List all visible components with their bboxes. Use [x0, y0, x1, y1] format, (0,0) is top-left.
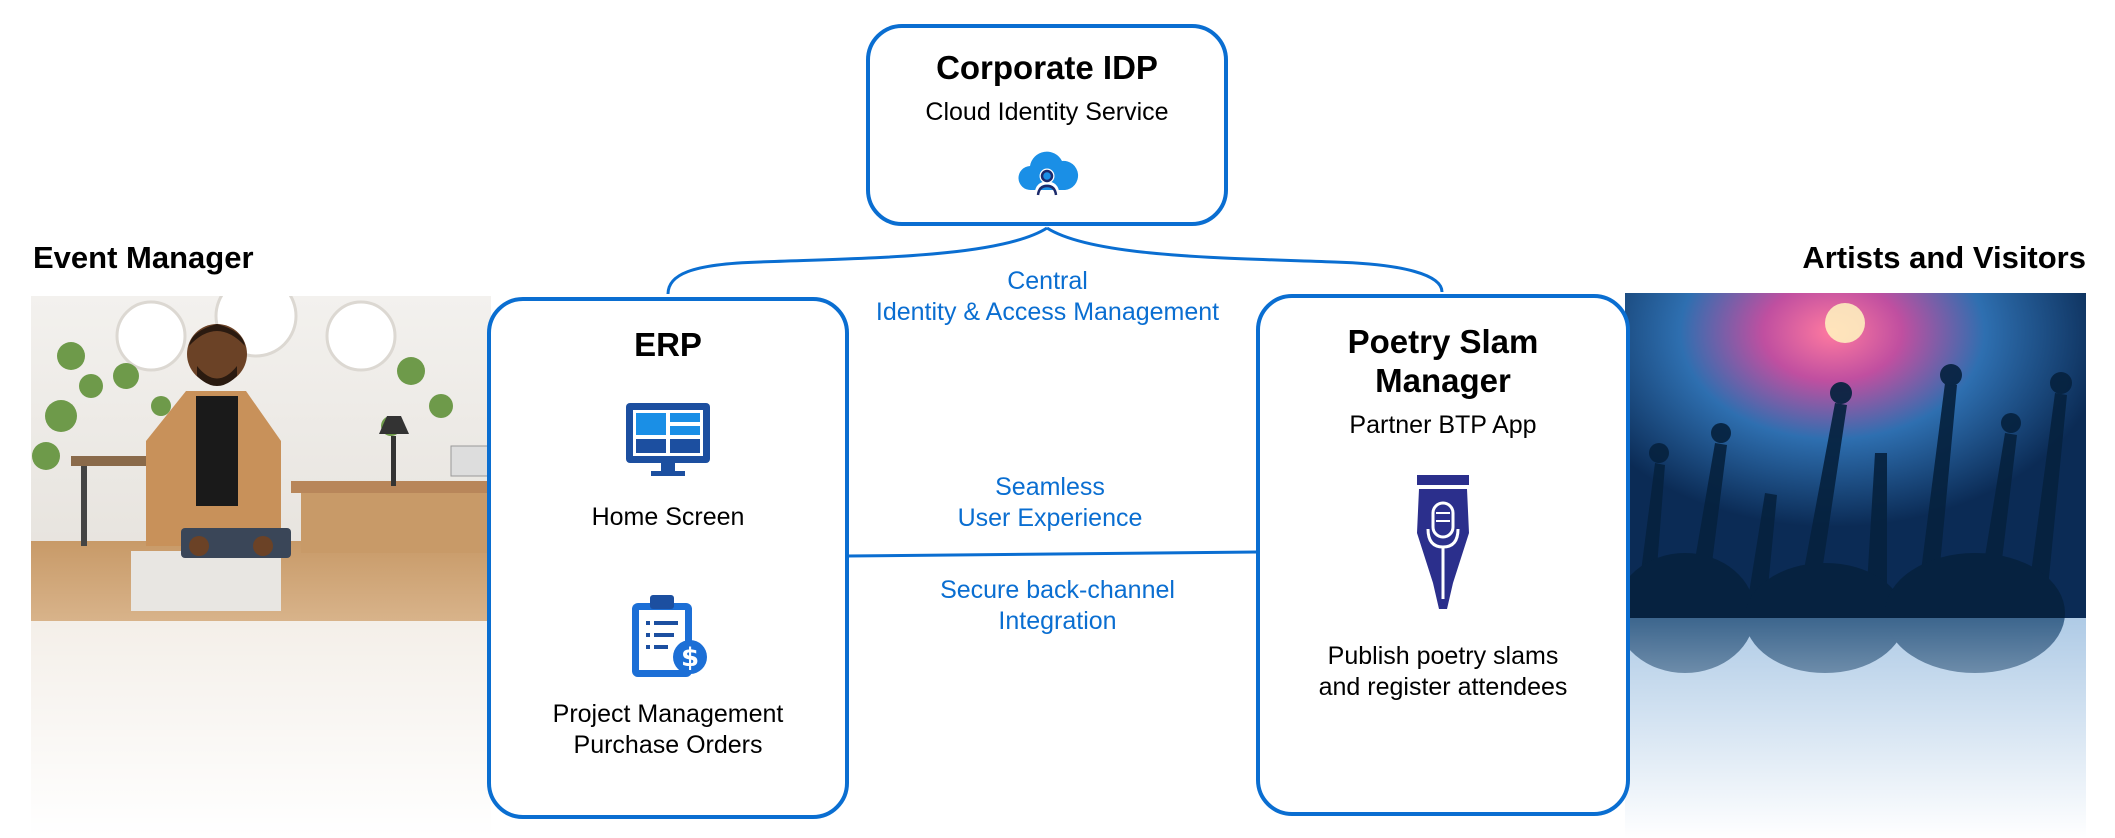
monitor-dashboard-icon [626, 403, 710, 476]
psm-subtitle: Partner BTP App [1349, 411, 1537, 439]
corporate-idp-box: Corporate IDP Cloud Identity Service [866, 24, 1228, 226]
poetry-slam-manager-box: Poetry Slam Manager Partner BTP App Publ… [1256, 294, 1630, 816]
central-iam-line1: Central [1007, 267, 1088, 295]
idp-subtitle: Cloud Identity Service [925, 98, 1169, 126]
persona-left-label: Event Manager [33, 240, 254, 275]
pm-label-line1: Project Management [552, 700, 784, 728]
crowd-photo [1625, 293, 2086, 838]
idp-to-psm-connector [1046, 226, 1444, 293]
backchannel-line1: Secure back-channel [940, 576, 1175, 604]
erp-box: ERP Home Screen $ Project Management Pur… [487, 297, 849, 819]
central-iam-label: Central Identity & Access Management [860, 266, 1235, 328]
cloud-identity-icon [1018, 151, 1079, 196]
psm-desc-line2: and register attendees [1318, 673, 1568, 701]
pen-microphone-icon [1417, 475, 1469, 609]
erp-title: ERP [634, 326, 702, 363]
office-scene-illustration [31, 296, 491, 838]
backchannel-line2: Integration [998, 607, 1117, 635]
psm-title-line1: Poetry Slam [1347, 323, 1539, 360]
event-manager-photo [31, 296, 491, 838]
persona-right-label: Artists and Visitors [1802, 240, 2086, 275]
seamless-ux-label: Seamless User Experience [900, 472, 1200, 534]
backchannel-label: Secure back-channel Integration [900, 575, 1215, 637]
clipboard-dollar-icon: $ [632, 595, 707, 677]
seamless-ux-line1: Seamless [995, 473, 1105, 501]
svg-text:$: $ [681, 643, 699, 673]
pm-label-line2: Purchase Orders [573, 731, 763, 759]
concert-crowd-illustration [1625, 293, 2086, 838]
erp-to-psm-connector [847, 550, 1258, 558]
idp-to-erp-connector [666, 226, 1048, 295]
person-figure [131, 324, 291, 611]
central-iam-line2: Identity & Access Management [875, 298, 1220, 326]
home-screen-label: Home Screen [591, 503, 745, 531]
seamless-ux-line2: User Experience [957, 504, 1143, 532]
idp-title: Corporate IDP [936, 49, 1158, 86]
psm-title-line2: Manager [1375, 362, 1511, 399]
psm-desc-line1: Publish poetry slams [1327, 642, 1559, 670]
